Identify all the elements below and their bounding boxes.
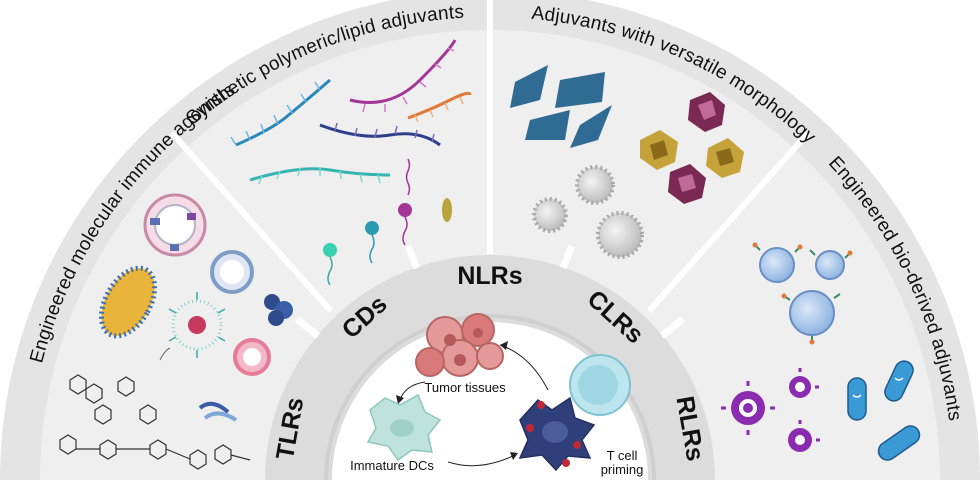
- polymer-chain-icon: [198, 401, 238, 422]
- sector-polymeric: [230, 39, 472, 286]
- tumor-cell-icon: [415, 313, 504, 377]
- sector-bioderived: [721, 242, 921, 461]
- tumor-label: Tumor tissues: [424, 380, 506, 395]
- nanodisc-icon: [98, 265, 158, 339]
- t-cell-label-line2: priming: [601, 462, 644, 477]
- t-cell-label-line1: T cell: [607, 448, 638, 463]
- lipid-icon: [323, 158, 452, 286]
- dendritic-cell-icon: [366, 393, 442, 462]
- sector-dividers: [169, 0, 811, 313]
- sector-molecular: [59, 193, 293, 470]
- center-core-border: [324, 314, 656, 481]
- micelle-icon: [168, 292, 226, 358]
- liposome-icon: [143, 193, 207, 257]
- polymer-chain-icon: [230, 39, 472, 185]
- receptor-dividers: [294, 244, 686, 339]
- crystal-particle-icon: [640, 92, 744, 204]
- sector-morphology: [510, 65, 744, 259]
- arrow-icon: [159, 347, 171, 361]
- exosome-icon: [752, 242, 853, 345]
- immature-dc-label: Immature DCs: [350, 458, 434, 473]
- virus-icon: [721, 368, 820, 452]
- cycle-arrows: [396, 341, 549, 467]
- chemical-structure-icon: [59, 374, 251, 470]
- vesicle-icon: [210, 250, 271, 376]
- mature-dendritic-cell-icon: [518, 396, 596, 472]
- protein-cluster-icon: [264, 294, 293, 326]
- t-cell-icon: [569, 354, 631, 416]
- flake-icon: [510, 65, 612, 148]
- spiky-particle-icon: [532, 165, 644, 259]
- receptor-label-nlrs: NLRs: [457, 262, 522, 290]
- bacteria-icon: [847, 360, 921, 461]
